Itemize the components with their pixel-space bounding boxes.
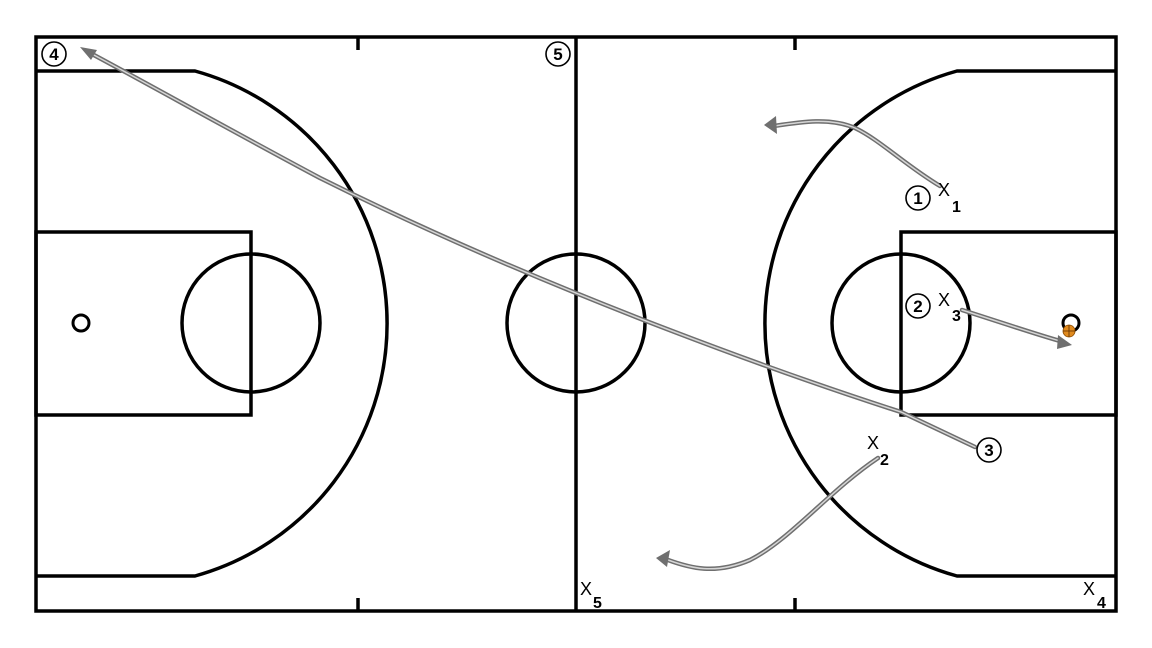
defense-player-x2[interactable]: X 2 [867,433,889,469]
basket-left [71,313,91,333]
arrowhead [1057,335,1072,349]
free-throw-circle-left [180,252,322,394]
player-number: 4 [49,45,59,64]
defense-player-x4[interactable]: X 4 [1083,579,1106,612]
defense-mark: X [580,579,592,599]
basketball-icon [1062,324,1076,338]
defense-player-x5[interactable]: X 5 [580,579,602,612]
movement-x2 [656,455,881,572]
offense-player-2[interactable]: 2 [905,293,931,319]
movement-x1 [764,116,943,189]
movement-x3 [959,307,1072,349]
offense-player-5[interactable]: 5 [545,41,571,67]
defense-number: 2 [880,452,889,469]
player-number: 3 [984,441,993,460]
player-number: 5 [553,45,562,64]
defense-number: 5 [593,595,602,612]
defense-number: 4 [1097,595,1106,612]
defense-number: 3 [952,308,961,325]
free-throw-circle-right [830,252,972,394]
arrowhead [80,47,97,60]
offense-player-3[interactable]: 3 [976,437,1002,463]
arrowhead [764,116,777,134]
player-number: 1 [913,189,922,208]
defense-player-x3[interactable]: X 3 [938,290,961,325]
three-point-line-right [763,69,1116,578]
defense-player-x1[interactable]: X 1 [938,180,961,216]
movement-3-to-4-corner [80,47,978,450]
defense-mark: X [938,180,950,200]
key-left [34,230,253,417]
three-point-line-left [36,69,389,578]
defense-mark: X [1083,579,1095,599]
offense-player-1[interactable]: 1 [905,185,931,211]
defense-number: 1 [952,199,961,216]
offense-player-4[interactable]: 4 [41,41,67,67]
arrowhead [656,550,670,567]
key-right [899,230,1118,417]
player-number: 2 [913,297,922,316]
defense-mark: X [867,433,879,453]
defense-mark: X [938,290,950,310]
center-circle [505,252,647,394]
